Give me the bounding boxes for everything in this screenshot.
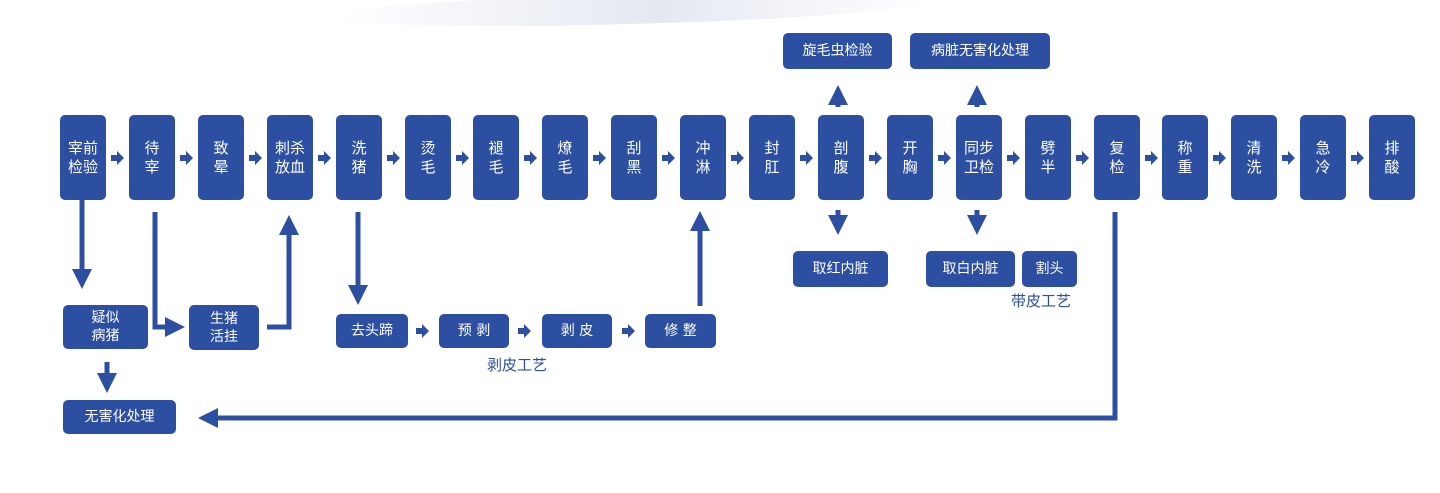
flow-arrow — [731, 151, 744, 165]
flow-arrow — [249, 151, 262, 165]
step-washing: 洗猪 — [336, 115, 382, 200]
trichinella-test-box: 旋毛虫检验 — [783, 33, 892, 69]
step-label: 待宰 — [144, 138, 160, 176]
step-scalding: 烫毛 — [405, 115, 451, 200]
flow-arrow — [1076, 151, 1089, 165]
flow-arrow — [869, 151, 882, 165]
red-offal-box: 取红内脏 — [793, 251, 888, 287]
flow-arrow — [662, 151, 675, 165]
skinning-box: 剥 皮 — [542, 314, 612, 348]
skinning-process-caption: 剥皮工艺 — [487, 356, 548, 374]
connector-livehang-to-sticking — [267, 214, 299, 330]
step-waiting-slaughter: 待宰 — [129, 115, 175, 200]
live-hanging-box: 生猪活挂 — [189, 305, 259, 350]
diseased-viscera-harmless-label: 病脏无害化处理 — [931, 43, 1029, 59]
flow-arrow — [593, 151, 606, 165]
step-label: 刺杀放血 — [275, 138, 306, 176]
pre-skinning-box: 预 剥 — [439, 314, 509, 348]
remove-head-hooves-box: 去头蹄 — [336, 314, 408, 348]
live-hanging-label: 生猪活挂 — [209, 310, 238, 345]
step-weighing: 称重 — [1162, 115, 1208, 200]
suspect-pig-box: 疑似病猪 — [63, 305, 148, 349]
sub-flow-arrow — [622, 324, 635, 338]
skin-on-process-caption: 带皮工艺 — [1011, 292, 1072, 310]
step-reinspection: 复检 — [1094, 115, 1140, 200]
white-offal-box: 取白内脏 — [926, 251, 1015, 287]
step-chilling: 急冷 — [1300, 115, 1346, 200]
flow-arrow — [1145, 151, 1158, 165]
step-label: 致晕 — [213, 138, 229, 176]
step-anus-sealing: 封肛 — [749, 115, 795, 200]
step-scraping: 刮黑 — [611, 115, 657, 200]
step-dehairing: 褪毛 — [473, 115, 519, 200]
step-acid-discharge: 排酸 — [1369, 115, 1415, 200]
harmless-treatment-left-label: 无害化处理 — [84, 409, 155, 425]
flow-arrow — [800, 151, 813, 165]
sub-flow-arrow — [416, 324, 429, 338]
trimming-box: 修 整 — [645, 314, 716, 348]
flow-arrow — [1351, 151, 1364, 165]
step-label: 褪毛 — [488, 138, 504, 176]
flow-arrow — [1007, 151, 1020, 165]
step-label: 剖腹 — [833, 138, 849, 176]
step-singeing: 燎毛 — [542, 115, 588, 200]
trichinella-test-label: 旋毛虫检验 — [802, 43, 873, 59]
flow-arrow — [318, 151, 331, 165]
flow-arrow — [938, 151, 951, 165]
flow-arrow — [387, 151, 400, 165]
step-label: 劈半 — [1040, 138, 1056, 176]
step-label: 洗猪 — [351, 138, 367, 176]
step-label: 复检 — [1109, 138, 1125, 176]
sub-flow-arrow — [518, 324, 531, 338]
step-label: 排酸 — [1384, 138, 1400, 176]
step-label: 清洗 — [1246, 138, 1262, 176]
flow-arrow — [1213, 151, 1226, 165]
step-label: 急冷 — [1315, 138, 1331, 176]
flow-arrow — [111, 151, 124, 165]
pre-skinning-label: 预 剥 — [457, 323, 491, 339]
remove-head-hooves-label: 去头蹄 — [351, 323, 393, 339]
step-label: 同步卫检 — [964, 138, 995, 176]
step-lairage-inspection: 宰前检验 — [60, 115, 106, 200]
white-offal-label: 取白内脏 — [942, 261, 999, 277]
red-offal-label: 取红内脏 — [812, 261, 869, 277]
step-label: 冲淋 — [695, 138, 711, 176]
step-synchronized-inspection: 同步卫检 — [956, 115, 1002, 200]
connector-waiting-to-livehang — [152, 212, 186, 337]
skinning-label: 剥 皮 — [560, 323, 594, 339]
step-cleaning: 清洗 — [1231, 115, 1277, 200]
step-label: 烫毛 — [420, 138, 436, 176]
flow-arrow — [524, 151, 537, 165]
suspect-pig-label: 疑似病猪 — [91, 310, 120, 344]
step-label: 刮黑 — [626, 138, 642, 176]
flow-arrow — [1282, 151, 1295, 165]
head-cutting-label: 割头 — [1035, 261, 1064, 277]
trimming-label: 修 整 — [664, 323, 697, 339]
step-rinsing: 冲淋 — [680, 115, 726, 200]
step-chest-opening: 开胸 — [887, 115, 933, 200]
step-evisceration: 剖腹 — [818, 115, 864, 200]
step-splitting: 劈半 — [1025, 115, 1071, 200]
step-label: 宰前检验 — [68, 138, 99, 176]
step-sticking-bleeding: 刺杀放血 — [267, 115, 313, 200]
flow-arrow — [456, 151, 469, 165]
step-stunning: 致晕 — [198, 115, 244, 200]
step-label: 封肛 — [764, 138, 780, 176]
flow-arrow — [180, 151, 193, 165]
step-label: 称重 — [1177, 138, 1193, 176]
connector-reinspect-to-harmless — [197, 212, 1118, 428]
head-cutting-box: 割头 — [1022, 251, 1077, 287]
step-label: 开胸 — [902, 138, 918, 176]
step-label: 燎毛 — [557, 138, 573, 176]
harmless-treatment-left-box: 无害化处理 — [63, 400, 176, 434]
diseased-viscera-harmless-box: 病脏无害化处理 — [910, 33, 1050, 69]
